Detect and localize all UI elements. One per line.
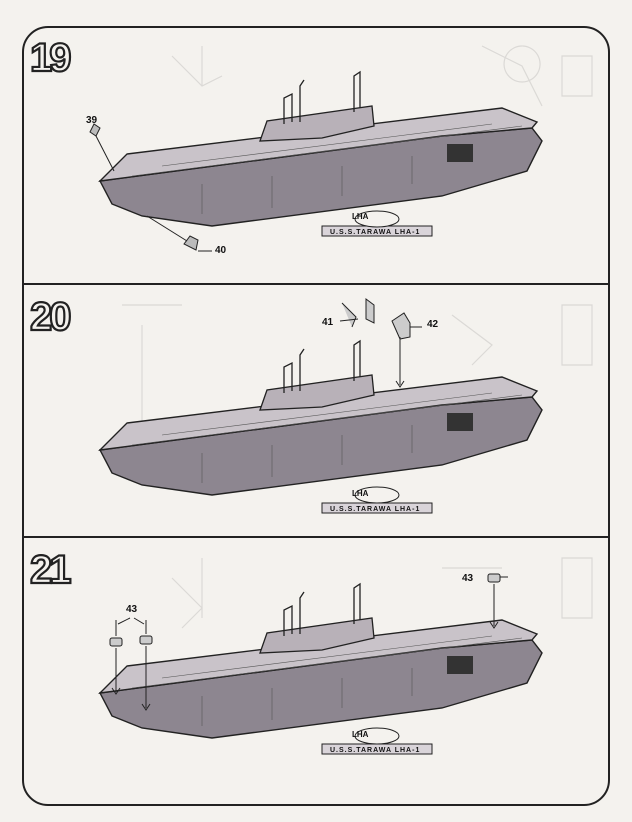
bow-mark: LHA: [352, 489, 369, 498]
ship-illustration: [98, 298, 593, 514]
hull-nameplate: U.S.S.TARAWA LHA-1: [330, 229, 421, 236]
part-label-42: 42: [427, 319, 439, 330]
step-20-panel: 20 LHA U.S.S.TARAWA LHA-1 41 42: [22, 285, 610, 536]
part-label-41: 41: [322, 317, 334, 328]
step-19-panel: 19 LHA U.S.S.TARAWA LHA-1 39 40: [22, 26, 610, 283]
hull-nameplate: U.S.S.TARAWA LHA-1: [330, 506, 421, 513]
hull-nameplate: U.S.S.TARAWA LHA-1: [330, 747, 421, 754]
part-label-43-left: 43: [126, 604, 138, 615]
step-number: 20: [29, 295, 73, 339]
step-21-panel: 21 LHA U.S.S.TARAWA LHA-1 43 43: [22, 538, 610, 806]
part-label-39: 39: [86, 115, 98, 126]
step-number: 19: [29, 36, 73, 80]
ship-illustration: [98, 557, 593, 755]
panel-divider-2: [22, 536, 610, 538]
part-label-40: 40: [215, 245, 227, 256]
panel-divider-1: [22, 283, 610, 285]
bow-mark: LHA: [352, 212, 369, 221]
ship-illustration: [89, 45, 593, 252]
part-label-43-right: 43: [462, 573, 474, 584]
step-number: 21: [29, 548, 73, 592]
instruction-sheet-border: [22, 26, 610, 806]
bow-mark: LHA: [352, 730, 369, 739]
